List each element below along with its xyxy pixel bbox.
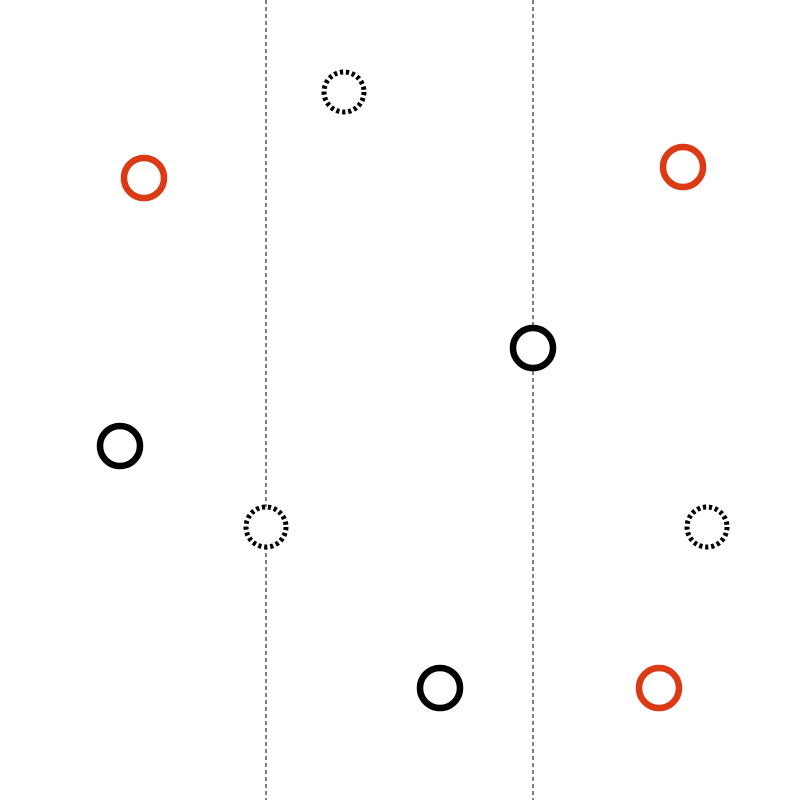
ring-dashed-1 [321,69,367,115]
ring-dashed-2 [243,504,289,550]
ring-red-3 [635,664,683,712]
ring-black-2 [96,422,144,470]
ring-black-1 [509,324,557,372]
ring-red-2 [659,143,707,191]
rings-layer [96,69,730,712]
ring-red-1 [120,154,168,202]
ring-black-3 [416,664,464,712]
ring-dashed-3 [684,504,730,550]
